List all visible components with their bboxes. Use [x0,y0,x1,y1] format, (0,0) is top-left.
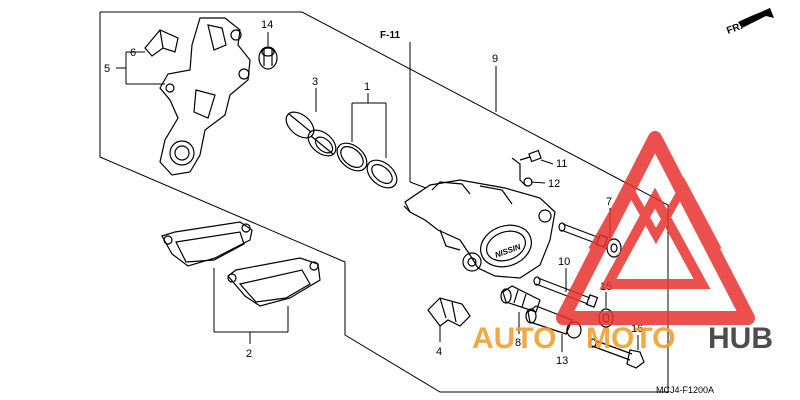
bleeder-screw-part [519,149,542,163]
callout-8: 8 [515,337,521,349]
bracket-stopper-clip-part [144,29,179,57]
caliper-body-part [403,179,556,279]
callout-1: 1 [364,81,370,93]
callout-lines-5-6 [116,51,165,85]
reference-label: F-11 [380,30,400,41]
watermark-text: AUTO MOTO HUB [472,322,773,355]
callout-14: 14 [261,19,273,31]
callout-line-12 [530,181,546,184]
diagram-code: MCJ4-F1200A [656,385,714,395]
callout-10: 10 [558,256,570,268]
callout-6: 6 [130,47,136,59]
brake-pad-upper-part [161,221,253,267]
svg-text:MOTO: MOTO [586,322,675,355]
bracket-pin-boot-part [258,46,278,70]
front-direction-label: FR. [725,21,744,37]
caliper-bracket-part [159,17,251,176]
svg-text:AUTO: AUTO [472,322,556,355]
caliper-piston-part [285,111,337,157]
watermark-logo [556,131,755,325]
assembly-frame [99,11,669,393]
pad-spring-part [427,297,471,327]
callout-lines-2 [213,268,289,344]
callout-lines-1 [351,93,387,158]
front-direction-arrow-icon [738,8,774,28]
callout-5: 5 [104,63,110,75]
bleeder-cap-part [511,157,533,187]
callout-2: 2 [246,348,252,360]
caliper-marking: NISSIN [494,242,522,260]
dust-seal-part [366,159,398,189]
reference-pointer [409,42,427,189]
callout-4: 4 [436,346,442,358]
boot-sleeve-part [500,285,541,313]
callout-12: 12 [548,178,560,190]
callout-11: 11 [556,158,567,170]
callout-line-11 [540,159,554,165]
svg-text:HUB: HUB [708,322,773,355]
callout-9: 9 [492,53,498,65]
callout-16: 16 [631,323,643,335]
callout-7: 7 [606,196,612,208]
callout-3: 3 [312,76,318,88]
mounting-bolt-part [589,338,645,369]
brake-pad-lower-part [227,257,321,307]
callout-13: 13 [556,355,568,367]
pin-boot-part [606,238,622,258]
piston-seal-part [336,142,368,172]
